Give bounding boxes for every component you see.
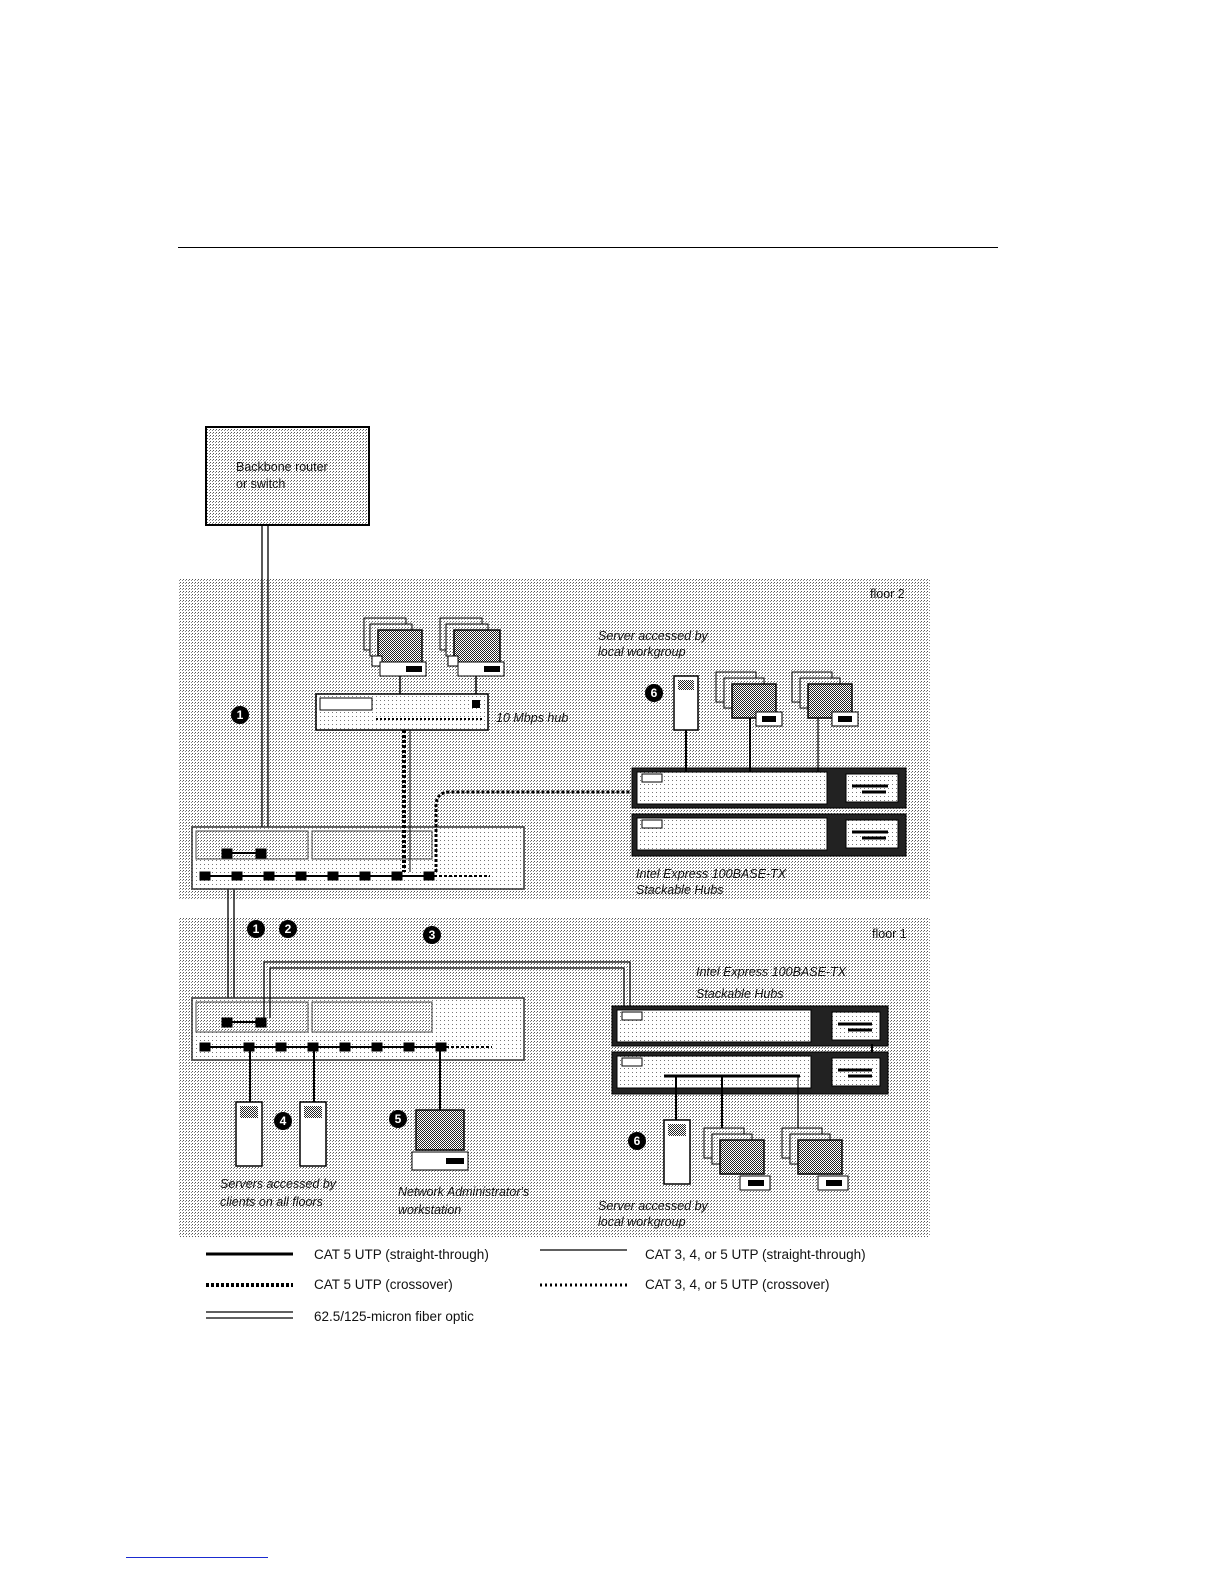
svg-text:5: 5: [395, 1112, 402, 1126]
svg-text:3: 3: [429, 928, 436, 942]
servers-all-label-line1: Servers accessed by: [220, 1177, 337, 1191]
servers-all-label-line2: clients on all floors: [220, 1195, 323, 1209]
legend-item-cat5-straight: CAT 5 UTP (straight-through): [206, 1247, 489, 1262]
stackable-bottom-label-line1: Intel Express 100BASE-TX: [696, 965, 847, 979]
netmgmt-label-line1: Network Administrator's: [398, 1185, 529, 1199]
svg-text:CAT 5 UTP (straight-through): CAT 5 UTP (straight-through): [314, 1247, 489, 1262]
callout-badge-1-bottom: 1: [247, 920, 265, 938]
backbone-router: Backbone router or switch: [205, 426, 370, 526]
floor-1-local-server: Server accessed by local workgroup: [598, 1076, 709, 1229]
floor-2-switch-ports: [199, 848, 490, 881]
floor-2-workgroup-a: [715, 671, 783, 772]
svg-text:62.5/125-micron fiber optic: 62.5/125-micron fiber optic: [314, 1309, 474, 1324]
workstation-group-2: [439, 617, 505, 677]
floor-1-shared-servers: Servers accessed by clients on all floor…: [220, 1051, 337, 1209]
backbone-label-line1: Backbone router: [236, 460, 328, 474]
callout-badge-1-top: 1: [231, 706, 249, 724]
stackable-top-label-line2: Stackable Hubs: [636, 883, 724, 897]
server-local-top-line2: local workgroup: [598, 645, 686, 659]
callout-badge-2: 2: [279, 920, 297, 938]
floor-2-workgroup-b: [791, 671, 859, 772]
legend-item-cat5-crossover: CAT 5 UTP (crossover): [206, 1277, 453, 1292]
header-rule: [178, 247, 998, 248]
netmgmt-label-line2: workstation: [398, 1203, 461, 1217]
floor-1-stack-link: [263, 961, 631, 1018]
svg-text:2: 2: [285, 922, 292, 936]
workstation-group-1: [363, 617, 427, 677]
fiber-links: [227, 525, 269, 1020]
server-local-bottom-line2: local workgroup: [598, 1215, 686, 1229]
svg-text:1: 1: [237, 708, 244, 722]
legend: CAT 5 UTP (straight-through) CAT 3, 4, o…: [206, 1247, 866, 1324]
floor-2-stack-crossover: [434, 790, 632, 872]
callout-badge-6-top: 6: [645, 684, 663, 702]
floor-2-label: floor 2: [870, 587, 905, 601]
callout-badge-6-bottom: 6: [628, 1132, 646, 1150]
svg-text:1: 1: [253, 922, 260, 936]
svg-text:CAT 3, 4, or 5 UTP (crossover): CAT 3, 4, or 5 UTP (crossover): [645, 1277, 830, 1292]
backbone-label-line2: or switch: [236, 477, 285, 491]
server-local-top-line1: Server accessed by: [598, 629, 709, 643]
callout-badge-3: 3: [423, 926, 441, 944]
network-admin-workstation: Network Administrator's workstation: [398, 1051, 529, 1217]
floor-2-switch: [191, 826, 525, 890]
svg-text:6: 6: [634, 1134, 641, 1148]
stackable-bottom-label-line2: Stackable Hubs: [696, 987, 784, 1001]
floor-1-workgroup-a: [703, 1076, 771, 1191]
stackable-top-label-line1: Intel Express 100BASE-TX: [636, 867, 787, 881]
hub-label: 10 Mbps hub: [496, 711, 568, 725]
legend-item-cat345-straight: CAT 3, 4, or 5 UTP (straight-through): [540, 1247, 866, 1262]
floor-1-stackable-hubs: Intel Express 100BASE-TX Stackable Hubs: [611, 965, 889, 1095]
legend-item-cat345-crossover: CAT 3, 4, or 5 UTP (crossover): [540, 1277, 830, 1292]
svg-text:CAT 3, 4, or 5 UTP (straight-t: CAT 3, 4, or 5 UTP (straight-through): [645, 1247, 866, 1262]
floor-2-stackable-hubs: Intel Express 100BASE-TX Stackable Hubs: [631, 767, 907, 897]
svg-text:CAT 5 UTP (crossover): CAT 5 UTP (crossover): [314, 1277, 453, 1292]
floor-1-label: floor 1: [872, 927, 907, 941]
floor-2-local-server: Server accessed by local workgroup: [598, 629, 709, 772]
hub-uplink-crossover: [402, 730, 411, 872]
server-local-bottom-line1: Server accessed by: [598, 1199, 709, 1213]
legend-item-fiber: 62.5/125-micron fiber optic: [206, 1309, 474, 1324]
10mbps-hub: 10 Mbps hub: [315, 693, 568, 731]
footer-rule: [126, 1557, 268, 1558]
floor-1-workgroup-b: [781, 1076, 849, 1191]
floor-1-switch-ports: [199, 1017, 492, 1052]
svg-text:6: 6: [651, 686, 658, 700]
callout-badge-5: 5: [389, 1110, 407, 1128]
svg-text:4: 4: [280, 1114, 287, 1128]
floor-1-switch: [191, 997, 525, 1061]
callout-badge-4: 4: [274, 1112, 292, 1130]
